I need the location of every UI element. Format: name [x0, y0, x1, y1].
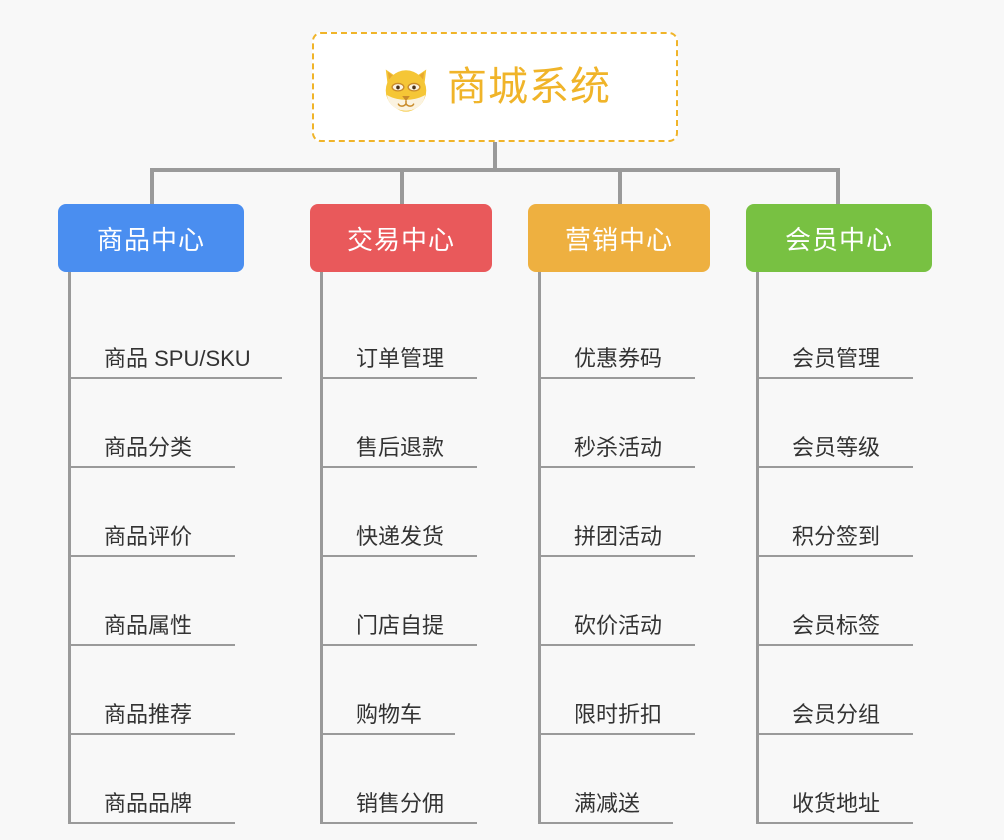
- category-header-3[interactable]: 营销中心: [528, 204, 710, 272]
- leaf-item-label: 会员等级: [792, 434, 881, 460]
- connector-drop-1: [150, 168, 154, 206]
- leaf-item-label: 商品品牌: [104, 790, 193, 816]
- leaf-list-4: 会员管理 会员等级 积分签到 会员标签 会员分组 收货地址: [746, 272, 932, 824]
- leaf-item[interactable]: 快递发货: [320, 468, 477, 557]
- leaf-item-label: 门店自提: [356, 612, 445, 638]
- leaf-item[interactable]: 限时折扣: [538, 646, 695, 735]
- leaf-item-label: 购物车: [356, 701, 423, 727]
- category-header-label-2: 交易中心: [346, 224, 455, 255]
- leaf-item[interactable]: 售后退款: [320, 379, 477, 468]
- leaf-item-label: 优惠券码: [574, 345, 663, 371]
- connector-drop-2: [400, 168, 404, 206]
- leaf-item[interactable]: 会员等级: [756, 379, 913, 468]
- leaf-item[interactable]: 秒杀活动: [538, 379, 695, 468]
- category-column-3: 营销中心 优惠券码 秒杀活动 拼团活动 砍价活动 限时折扣 满减送: [528, 204, 710, 824]
- category-column-4: 会员中心 会员管理 会员等级 积分签到 会员标签 会员分组 收货地址: [746, 204, 932, 824]
- leaf-item-label: 销售分佣: [356, 790, 445, 816]
- category-header-label-1: 商品中心: [96, 224, 205, 255]
- leaf-list-1: 商品 SPU/SKU 商品分类 商品评价 商品属性 商品推荐 商品品牌: [58, 272, 282, 824]
- root-node[interactable]: 商城系统: [312, 32, 678, 142]
- leaf-item[interactable]: 商品品牌: [68, 735, 235, 824]
- category-header-2[interactable]: 交易中心: [310, 204, 492, 272]
- connector-horizontal-bus: [150, 168, 840, 172]
- leaf-item[interactable]: 门店自提: [320, 557, 477, 646]
- leaf-item[interactable]: 订单管理: [320, 290, 477, 379]
- leaf-item[interactable]: 拼团活动: [538, 468, 695, 557]
- category-header-label-3: 营销中心: [564, 224, 673, 255]
- category-header-label-4: 会员中心: [784, 224, 893, 255]
- category-column-2: 交易中心 订单管理 售后退款 快递发货 门店自提 购物车 销售分佣: [310, 204, 492, 824]
- category-header-1[interactable]: 商品中心: [58, 204, 244, 272]
- leaf-spine-4: [756, 272, 759, 824]
- leaf-list-2: 订单管理 售后退款 快递发货 门店自提 购物车 销售分佣: [310, 272, 492, 824]
- leaf-item[interactable]: 积分签到: [756, 468, 913, 557]
- leaf-spine-3: [538, 272, 541, 824]
- leaf-item-label: 满减送: [574, 790, 641, 816]
- leaf-item[interactable]: 商品属性: [68, 557, 235, 646]
- leaf-item-label: 商品 SPU/SKU: [104, 345, 251, 371]
- leaf-item[interactable]: 销售分佣: [320, 735, 477, 824]
- leaf-item-label: 砍价活动: [574, 612, 663, 638]
- leaf-item-label: 快递发货: [356, 523, 445, 549]
- leaf-item-label: 售后退款: [356, 434, 445, 460]
- leaf-item-label: 会员管理: [792, 345, 881, 371]
- connector-root-stem: [493, 142, 497, 170]
- leaf-item[interactable]: 砍价活动: [538, 557, 695, 646]
- leaf-item[interactable]: 收货地址: [756, 735, 913, 824]
- leaf-item[interactable]: 商品评价: [68, 468, 235, 557]
- leaf-item-label: 积分签到: [792, 523, 881, 549]
- leaf-spine-2: [320, 272, 323, 824]
- leaf-item[interactable]: 会员分组: [756, 646, 913, 735]
- leaf-item[interactable]: 会员管理: [756, 290, 913, 379]
- leaf-item-label: 收货地址: [792, 790, 881, 816]
- category-column-1: 商品中心 商品 SPU/SKU 商品分类 商品评价 商品属性 商品推荐 商品品牌: [58, 204, 282, 824]
- connector-drop-4: [836, 168, 840, 206]
- leaf-item[interactable]: 商品分类: [68, 379, 235, 468]
- leaf-item[interactable]: 商品 SPU/SKU: [68, 290, 282, 379]
- leaf-item-label: 商品推荐: [104, 701, 193, 727]
- leaf-item[interactable]: 优惠券码: [538, 290, 695, 379]
- leaf-item-label: 限时折扣: [574, 701, 663, 727]
- leaf-spine-1: [68, 272, 71, 824]
- leaf-item-label: 商品属性: [104, 612, 193, 638]
- leaf-item-label: 会员标签: [792, 612, 881, 638]
- leaf-item-label: 订单管理: [356, 345, 445, 371]
- leaf-list-3: 优惠券码 秒杀活动 拼团活动 砍价活动 限时折扣 满减送: [528, 272, 710, 824]
- leaf-item-label: 商品分类: [104, 434, 193, 460]
- leaf-item[interactable]: 购物车: [320, 646, 455, 735]
- category-header-4[interactable]: 会员中心: [746, 204, 932, 272]
- connector-drop-3: [618, 168, 622, 206]
- leaf-item[interactable]: 满减送: [538, 735, 673, 824]
- leaf-item-label: 会员分组: [792, 701, 881, 727]
- leaf-item-label: 拼团活动: [574, 523, 663, 549]
- leaf-item-label: 商品评价: [104, 523, 193, 549]
- leaf-item[interactable]: 商品推荐: [68, 646, 235, 735]
- root-title: 商城系统: [447, 65, 611, 109]
- leaf-item-label: 秒杀活动: [574, 434, 663, 460]
- leaf-item[interactable]: 会员标签: [756, 557, 913, 646]
- shiba-dog-face-icon: [379, 61, 433, 115]
